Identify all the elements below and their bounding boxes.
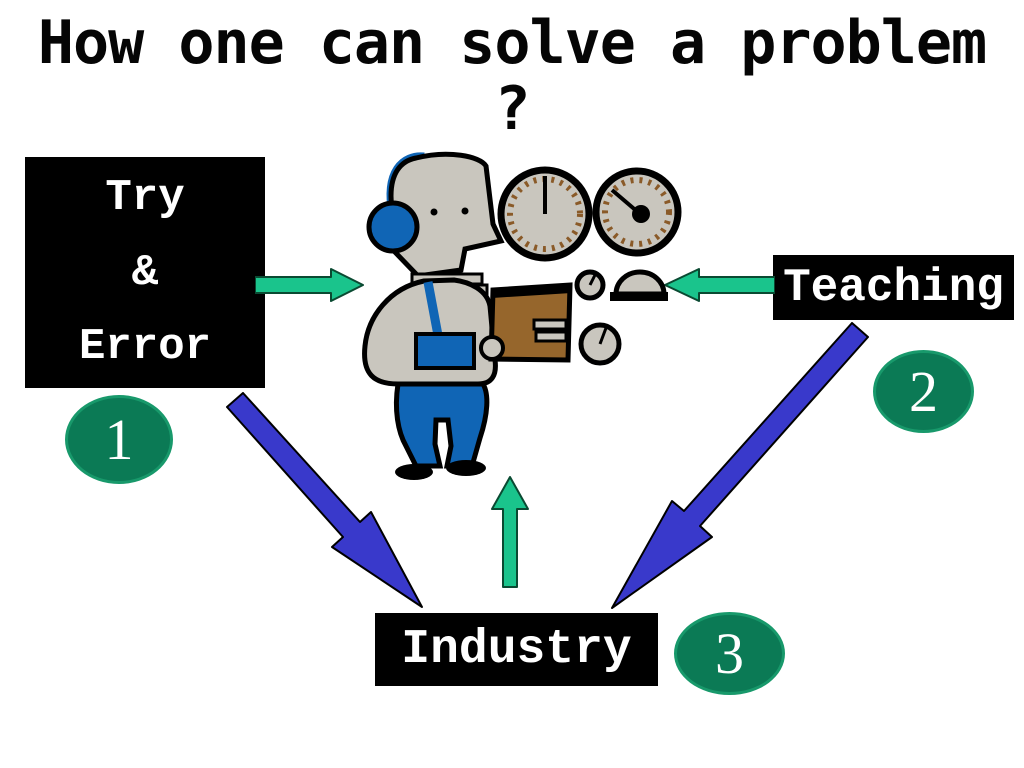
gauge-small-1-icon xyxy=(574,269,606,301)
arrow-left-shape xyxy=(664,268,775,302)
person-shoe-left xyxy=(395,464,433,480)
person-pants xyxy=(393,381,490,469)
teaching-label: Teaching xyxy=(783,261,1004,314)
person-eye-left xyxy=(430,208,438,216)
slide-title-line1: How one can solve a problem xyxy=(37,8,987,78)
badge-1-number: 1 xyxy=(104,406,134,472)
person-illustration xyxy=(362,151,682,480)
slide-title: How one can solve a problem ? xyxy=(0,10,1024,142)
clipboard-clip xyxy=(491,285,572,298)
node-industry: Industry xyxy=(375,613,658,686)
arrow-teaching-to-industry-icon xyxy=(611,322,869,609)
gauge-large-2-icon xyxy=(592,167,682,257)
node-try-and-error: Try & Error xyxy=(25,157,265,388)
arrow-right-shape xyxy=(255,268,364,302)
try-and-error-line1: Try xyxy=(105,173,185,223)
arrow-try-to-person-icon xyxy=(255,268,364,302)
gauge-small-2-icon xyxy=(578,322,622,366)
slide-title-question-mark: ? xyxy=(494,74,530,144)
node-teaching: Teaching xyxy=(773,255,1014,320)
badge-3-number: 3 xyxy=(715,620,744,686)
person-hand-left xyxy=(479,335,505,361)
person-eye-right xyxy=(461,207,469,215)
person-shoe-right xyxy=(446,460,486,476)
arrow-diagonal-right-shape xyxy=(611,322,869,609)
badge-3: 3 xyxy=(674,612,785,695)
badge-2-number: 2 xyxy=(909,358,938,424)
arrow-diagonal-left-shape xyxy=(226,392,423,608)
person-finger-1 xyxy=(532,318,568,331)
arrow-teaching-to-person-icon xyxy=(664,268,775,302)
person-finger-2 xyxy=(534,330,568,343)
arrow-industry-to-person-icon xyxy=(491,476,529,588)
gauge-large-1-icon xyxy=(497,166,593,262)
person-figure xyxy=(362,151,573,480)
badge-2: 2 xyxy=(873,350,974,433)
try-and-error-line3: Error xyxy=(78,322,212,372)
badge-1: 1 xyxy=(65,395,173,484)
gauge-dome-icon xyxy=(610,269,668,301)
arrow-try-to-industry-icon xyxy=(226,392,423,608)
industry-label: Industry xyxy=(401,622,632,677)
person-head xyxy=(388,151,505,279)
arrow-up-shape xyxy=(491,476,529,588)
pouch xyxy=(414,332,476,370)
try-and-error-line2: & xyxy=(131,247,159,298)
headphone-earcup-icon xyxy=(366,200,420,254)
